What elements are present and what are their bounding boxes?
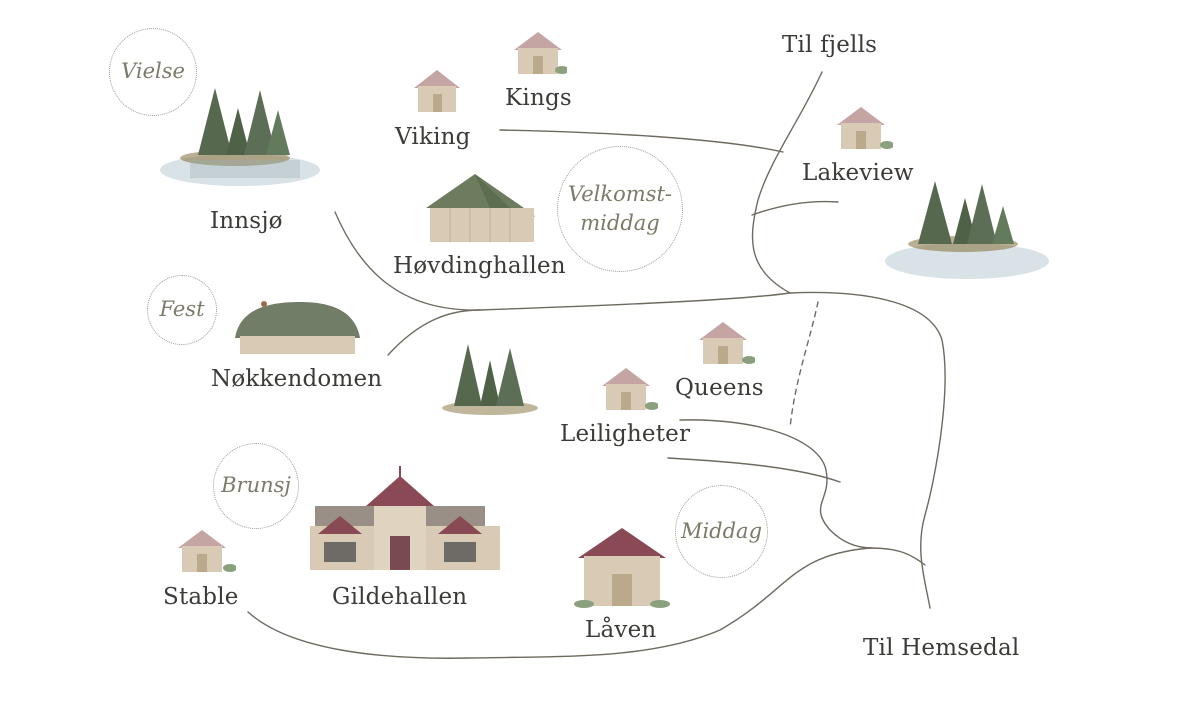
lakeview-forest-illustration xyxy=(885,181,1049,279)
kings-cabin-icon xyxy=(514,32,567,74)
event-brunsj-label: Brunsj xyxy=(221,473,291,498)
label-queens: Queens xyxy=(675,375,764,401)
event-vielse-circle: Vielse xyxy=(109,28,197,116)
label-til-fjells: Til fjells xyxy=(782,32,878,58)
lakeview-cabin-icon xyxy=(837,107,893,149)
laven-barn-building xyxy=(574,528,670,608)
event-vielse-label: Vielse xyxy=(121,59,185,84)
event-middag-circle: Middag xyxy=(675,485,768,578)
label-leiligheter: Leiligheter xyxy=(560,421,691,447)
label-gildehallen: Gildehallen xyxy=(332,584,468,610)
event-fest-circle: Fest xyxy=(147,275,217,345)
gildehallen-building xyxy=(310,466,500,570)
label-innsjo: Innsjø xyxy=(210,208,283,234)
label-nokkendomen: Nøkkendomen xyxy=(211,366,383,392)
label-laven: Låven xyxy=(585,617,657,643)
road-leiligheter xyxy=(679,419,873,549)
leiligheter-cabin-icon xyxy=(602,368,658,410)
label-viking: Viking xyxy=(395,124,471,150)
label-hovdinghallen: Høvdinghallen xyxy=(393,253,566,279)
viking-cabin-icon xyxy=(414,70,460,112)
event-velkomstmiddag-circle: Velkomst- middag xyxy=(557,146,683,272)
hovdinghallen-building xyxy=(426,174,535,242)
road-to-fjells xyxy=(751,71,823,294)
road-dashed xyxy=(789,301,819,429)
event-velkomst-line2: middag xyxy=(580,211,660,235)
label-til-hemsedal: Til Hemsedal xyxy=(863,635,1020,661)
road-stable-laven xyxy=(247,547,926,659)
road-lakeview xyxy=(751,200,839,216)
road-leiligheter-2 xyxy=(667,457,841,483)
road-viking xyxy=(499,129,784,153)
label-lakeview: Lakeview xyxy=(802,160,914,186)
event-brunsj-circle: Brunsj xyxy=(213,443,299,529)
label-stable: Stable xyxy=(163,584,239,610)
event-fest-label: Fest xyxy=(159,297,205,322)
forest-center-illustration xyxy=(442,344,538,415)
road-nokkendomen xyxy=(387,309,481,356)
innsjo-forest-illustration xyxy=(160,88,320,186)
event-velkomst-line1: Velkomst- xyxy=(568,181,672,206)
stable-cabin-icon xyxy=(178,530,236,572)
event-middag-label: Middag xyxy=(680,518,763,543)
nokkendomen-building xyxy=(235,301,360,354)
queens-cabin-icon xyxy=(699,322,755,364)
road-innsjo xyxy=(334,211,946,609)
label-kings: Kings xyxy=(505,85,572,111)
